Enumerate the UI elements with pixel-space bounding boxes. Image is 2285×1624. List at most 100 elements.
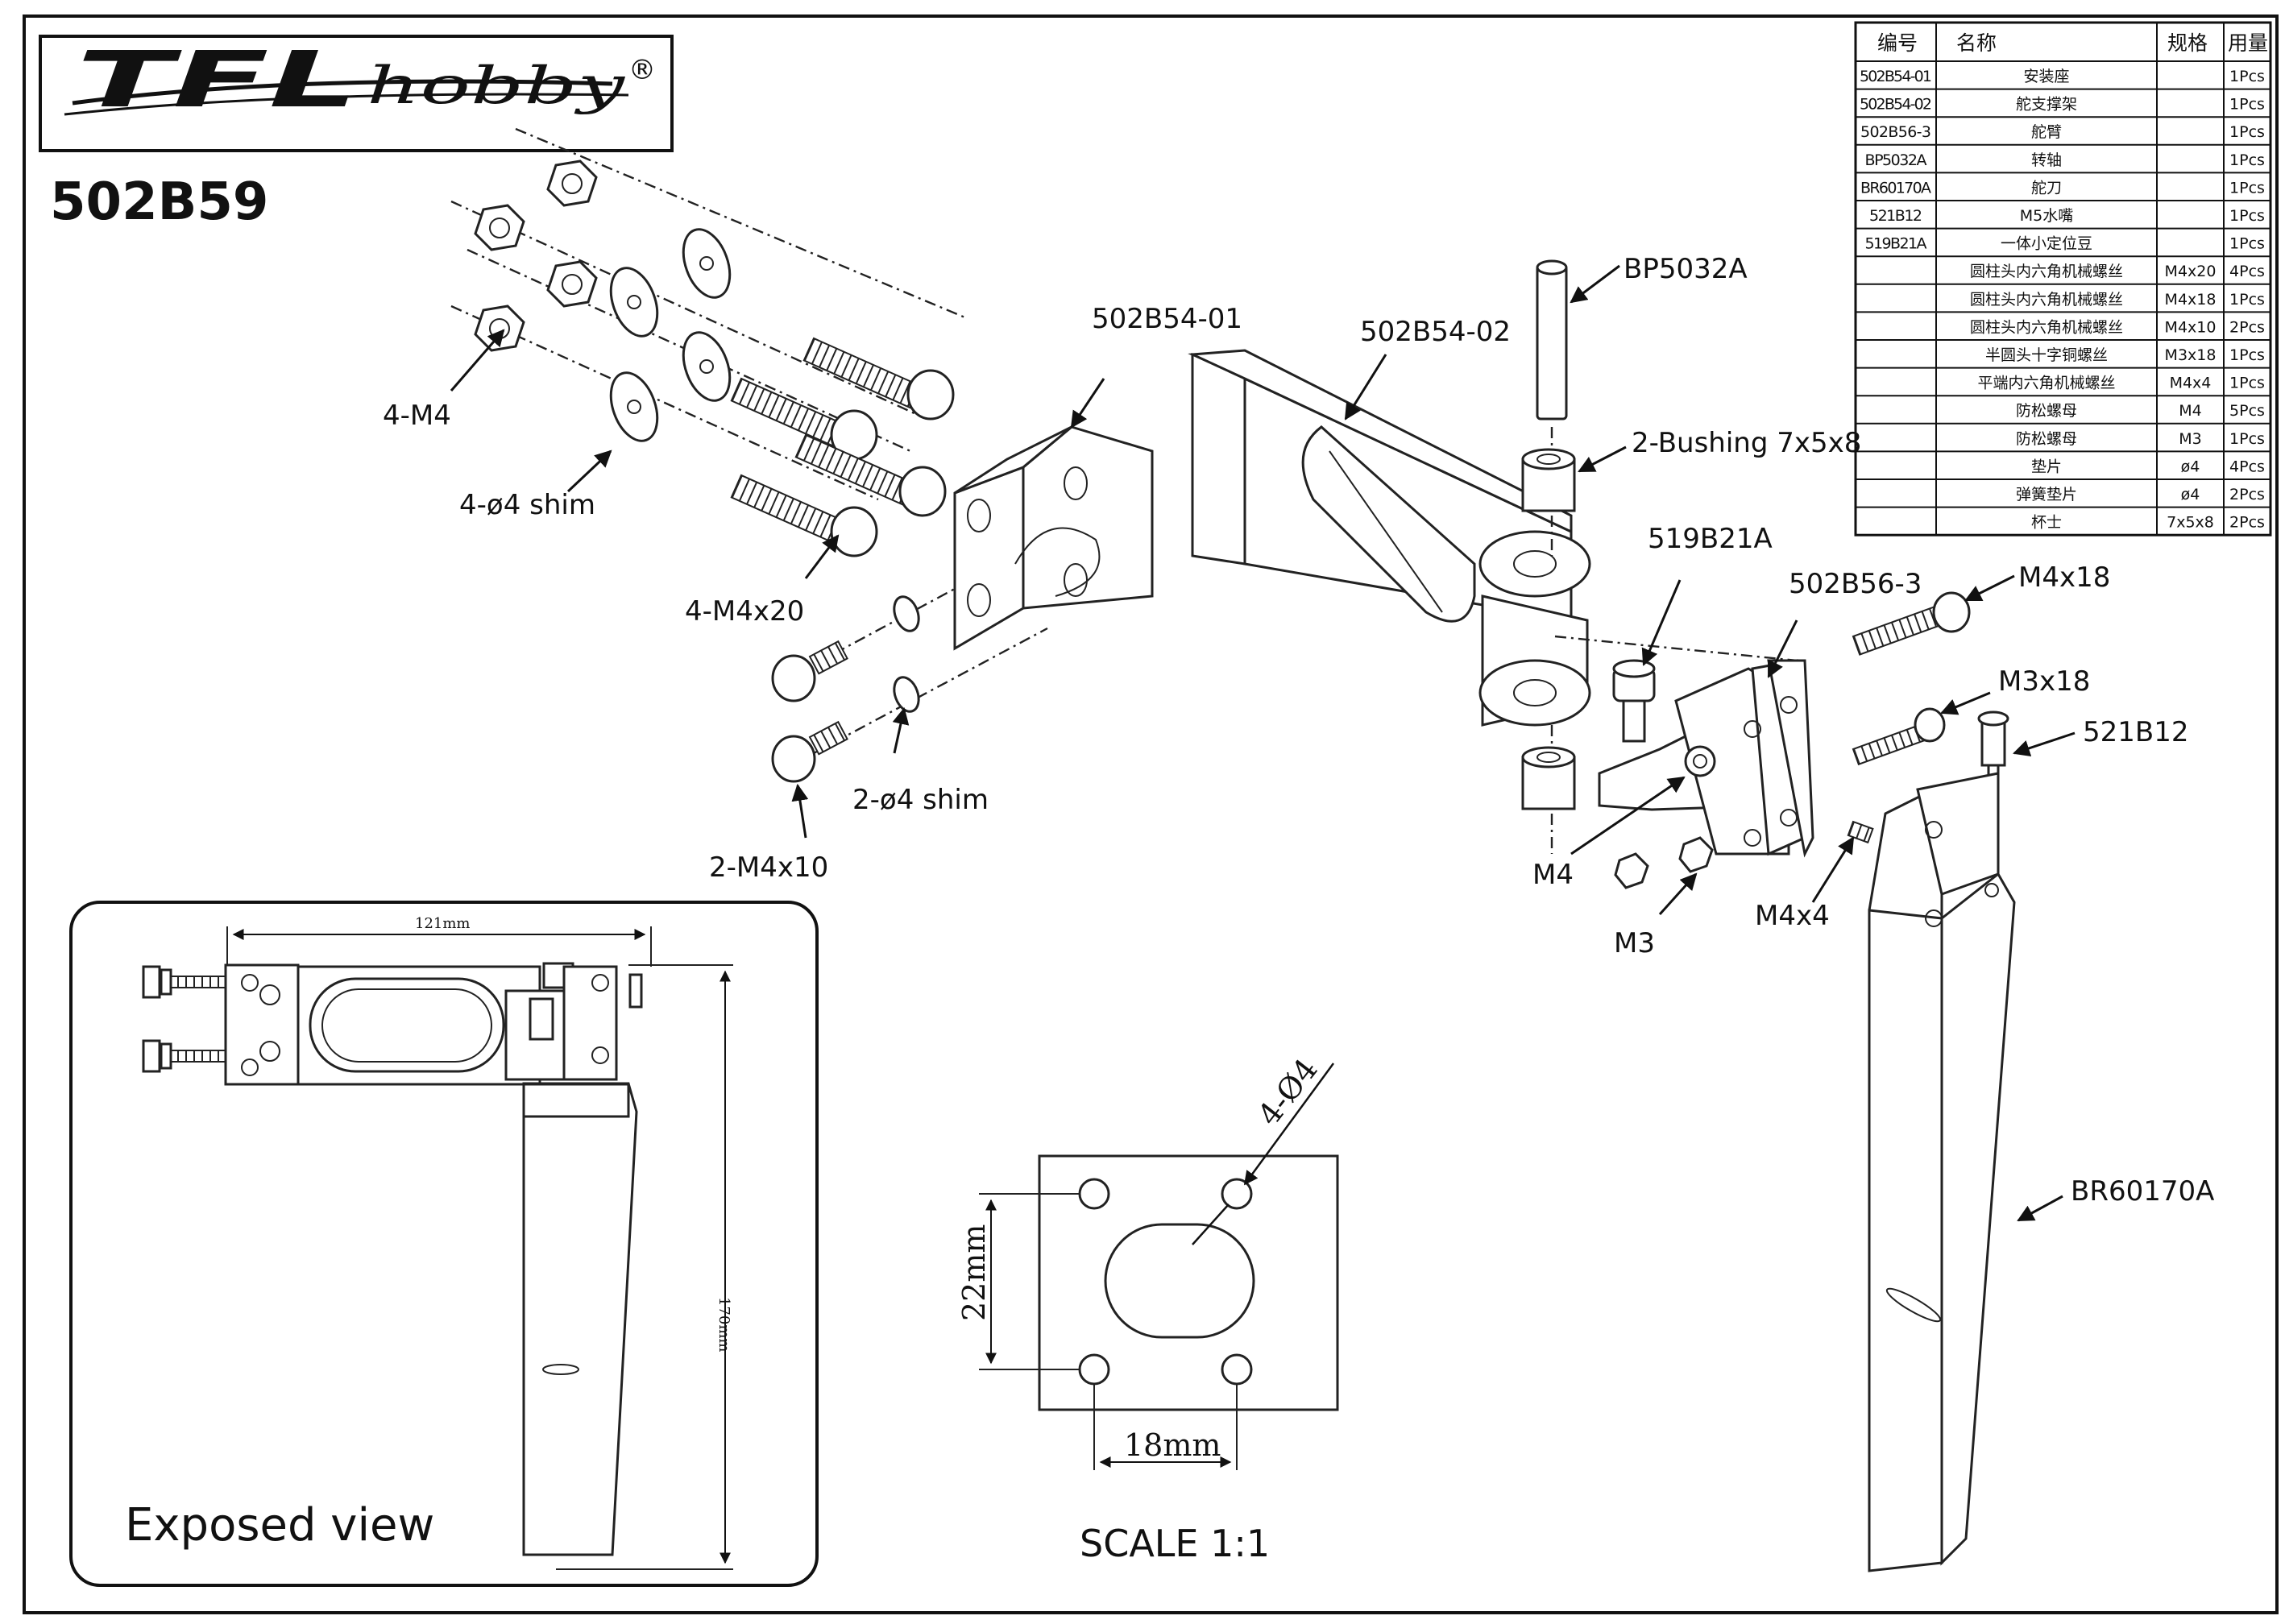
table-row-spec: M4x4 [2170, 375, 2212, 392]
table-row-code: 519B21A [1865, 235, 1927, 253]
table-row-qty: 1Pcs [2229, 430, 2265, 448]
table-row-qty: 4Pcs [2229, 263, 2265, 280]
drawing-border [23, 14, 2279, 1614]
table-row-qty: 2Pcs [2229, 318, 2265, 336]
width-dim: 18mm [1124, 1427, 1221, 1463]
table-header-cell: 用量 [2228, 31, 2268, 55]
table-row-name: 防松螺母 [2016, 430, 2077, 448]
table-row-name: 平端内六角机械螺丝 [1977, 375, 2115, 392]
table-row-name: 圆柱头内六角机械螺丝 [1970, 318, 2123, 336]
table-row-code: 502B56-3 [1860, 123, 1931, 141]
exposed-view-panel: 121mm 170mm Exposed view [69, 901, 819, 1587]
label-m3: M3 [1614, 927, 1655, 959]
washer-icon [609, 228, 920, 713]
registered-mark: ® [628, 54, 656, 86]
table-row-name: 圆柱头内六角机械螺丝 [1970, 291, 2123, 309]
table-row-spec: ø4 [2181, 486, 2200, 503]
table-row-code: 502B54-01 [1860, 68, 1932, 85]
height-dim: 22mm [956, 1224, 992, 1321]
scale-label: SCALE 1:1 [1080, 1522, 1270, 1565]
table-row-name: 杯士 [2031, 514, 2062, 532]
table-row-qty: 1Pcs [2229, 235, 2265, 253]
table-row-code: 521B12 [1869, 207, 1922, 225]
table-row-name: 半圆头十字铜螺丝 [1985, 346, 2108, 364]
rudder-arm [1598, 659, 1814, 858]
table-row-spec: M4x10 [2165, 318, 2217, 336]
label-m4x18: M4x18 [2018, 561, 2110, 594]
table-row-qty: 1Pcs [2229, 68, 2265, 85]
long-screw-icon [1852, 591, 1971, 766]
table-row-spec: 7x5x8 [2167, 514, 2214, 532]
label-m4x4: M4x4 [1755, 900, 1830, 932]
table-header-cell: 编号 [1877, 31, 1918, 55]
bushing-icon [1521, 448, 1576, 810]
table-row-name: 防松螺母 [2016, 402, 2077, 420]
nut-m3-icon [1614, 852, 1649, 889]
label-4-shim: 4-ø4 shim [459, 489, 595, 521]
logo-mark: TFL [77, 35, 359, 125]
label-519b21a: 519B21A [1648, 523, 1773, 555]
table-row-name: M5水嘴 [2020, 207, 2073, 225]
table-row-code: BP5032A [1865, 151, 1927, 169]
label-br60170a: BR60170A [2071, 1175, 2214, 1208]
table-row-qty: 1Pcs [2229, 96, 2265, 114]
label-m4: M4 [1532, 859, 1574, 891]
table-row-qty: 1Pcs [2229, 179, 2265, 197]
label-502b54-02: 502B54-02 [1360, 316, 1511, 348]
table-row-qty: 1Pcs [2229, 207, 2265, 225]
table-row-spec: ø4 [2181, 458, 2200, 475]
logo-script: hobby [367, 56, 625, 116]
nut-m4-icon [1678, 836, 1714, 873]
table-row-name: 弹簧垫片 [2016, 486, 2077, 503]
label-m3x18: M3x18 [1998, 665, 2090, 698]
table-row-name: 舵刀 [2031, 179, 2062, 197]
model-number: 502B59 [50, 172, 268, 232]
table-row-qty: 2Pcs [2229, 514, 2265, 532]
table-row-qty: 4Pcs [2229, 458, 2265, 475]
parts-table: 编号 名称 规格用量 502B54-01 安装座 1Pcs 502B54-02 舵支撑架 1Pc… [1854, 21, 2272, 536]
exposed-height-dim: 170mm [715, 1297, 732, 1353]
table-row-name: 一体小定位豆 [2001, 235, 2092, 253]
socket-screw-icon [730, 337, 955, 783]
table-row-qty: 1Pcs [2229, 151, 2265, 169]
table-row-qty: 1Pcs [2229, 291, 2265, 309]
label-502b54-01: 502B54-01 [1092, 303, 1242, 335]
label-502b56-3: 502B56-3 [1789, 568, 1922, 600]
mount-block [953, 425, 1154, 651]
mounting-template: 4-Ø4 22mm 18mm SCALE 1:1 [956, 1052, 1339, 1565]
label-bushing: 2-Bushing 7x5x8 [1632, 427, 1861, 459]
table-row-name: 安装座 [2023, 68, 2069, 85]
table-row-name: 舵支撑架 [2016, 96, 2077, 114]
table-row-name: 圆柱头内六角机械螺丝 [1970, 263, 2123, 280]
table-row-qty: 1Pcs [2229, 123, 2265, 141]
table-row-qty: 1Pcs [2229, 346, 2265, 364]
label-2-shim: 2-ø4 shim [852, 784, 989, 816]
table-row-spec: M4 [2179, 402, 2201, 420]
exploded-view: BP5032A 502B54-01 502B54-02 2-Bushing 7x… [383, 127, 2214, 1572]
table-row-spec: M4x20 [2165, 263, 2217, 280]
exposed-width-dim: 121mm [415, 915, 471, 932]
label-2-m4x10: 2-M4x10 [709, 851, 828, 884]
rudder-shaft [1536, 259, 1568, 854]
rudder-blade [1868, 772, 2016, 1572]
label-bp5032a: BP5032A [1624, 253, 1748, 285]
table-row-qty: 2Pcs [2229, 486, 2265, 503]
table-row-qty: 5Pcs [2229, 402, 2265, 420]
table-row-code: BR60170A [1860, 179, 1931, 197]
table-row-code: 502B54-02 [1860, 96, 1932, 114]
rudder-support-frame [1188, 349, 1798, 727]
table-header-cell: 规格 [2167, 31, 2208, 55]
table-header-cell: 名称 [1956, 31, 1997, 55]
grub-screw-icon [1847, 820, 1874, 844]
table-row-spec: M3x18 [2165, 346, 2217, 364]
hex-nut-icon [474, 160, 598, 352]
label-4-m4x20: 4-M4x20 [685, 595, 804, 628]
exposed-view-label: Exposed view [125, 1499, 434, 1552]
brand-logo: TFL hobby ® [39, 35, 674, 152]
table-row-spec: M4x18 [2165, 291, 2217, 309]
table-row-spec: M3 [2179, 430, 2201, 448]
table-row-name: 垫片 [2031, 458, 2062, 475]
table-row-name: 舵臂 [2031, 123, 2062, 141]
table-row-name: 转轴 [2031, 151, 2062, 169]
